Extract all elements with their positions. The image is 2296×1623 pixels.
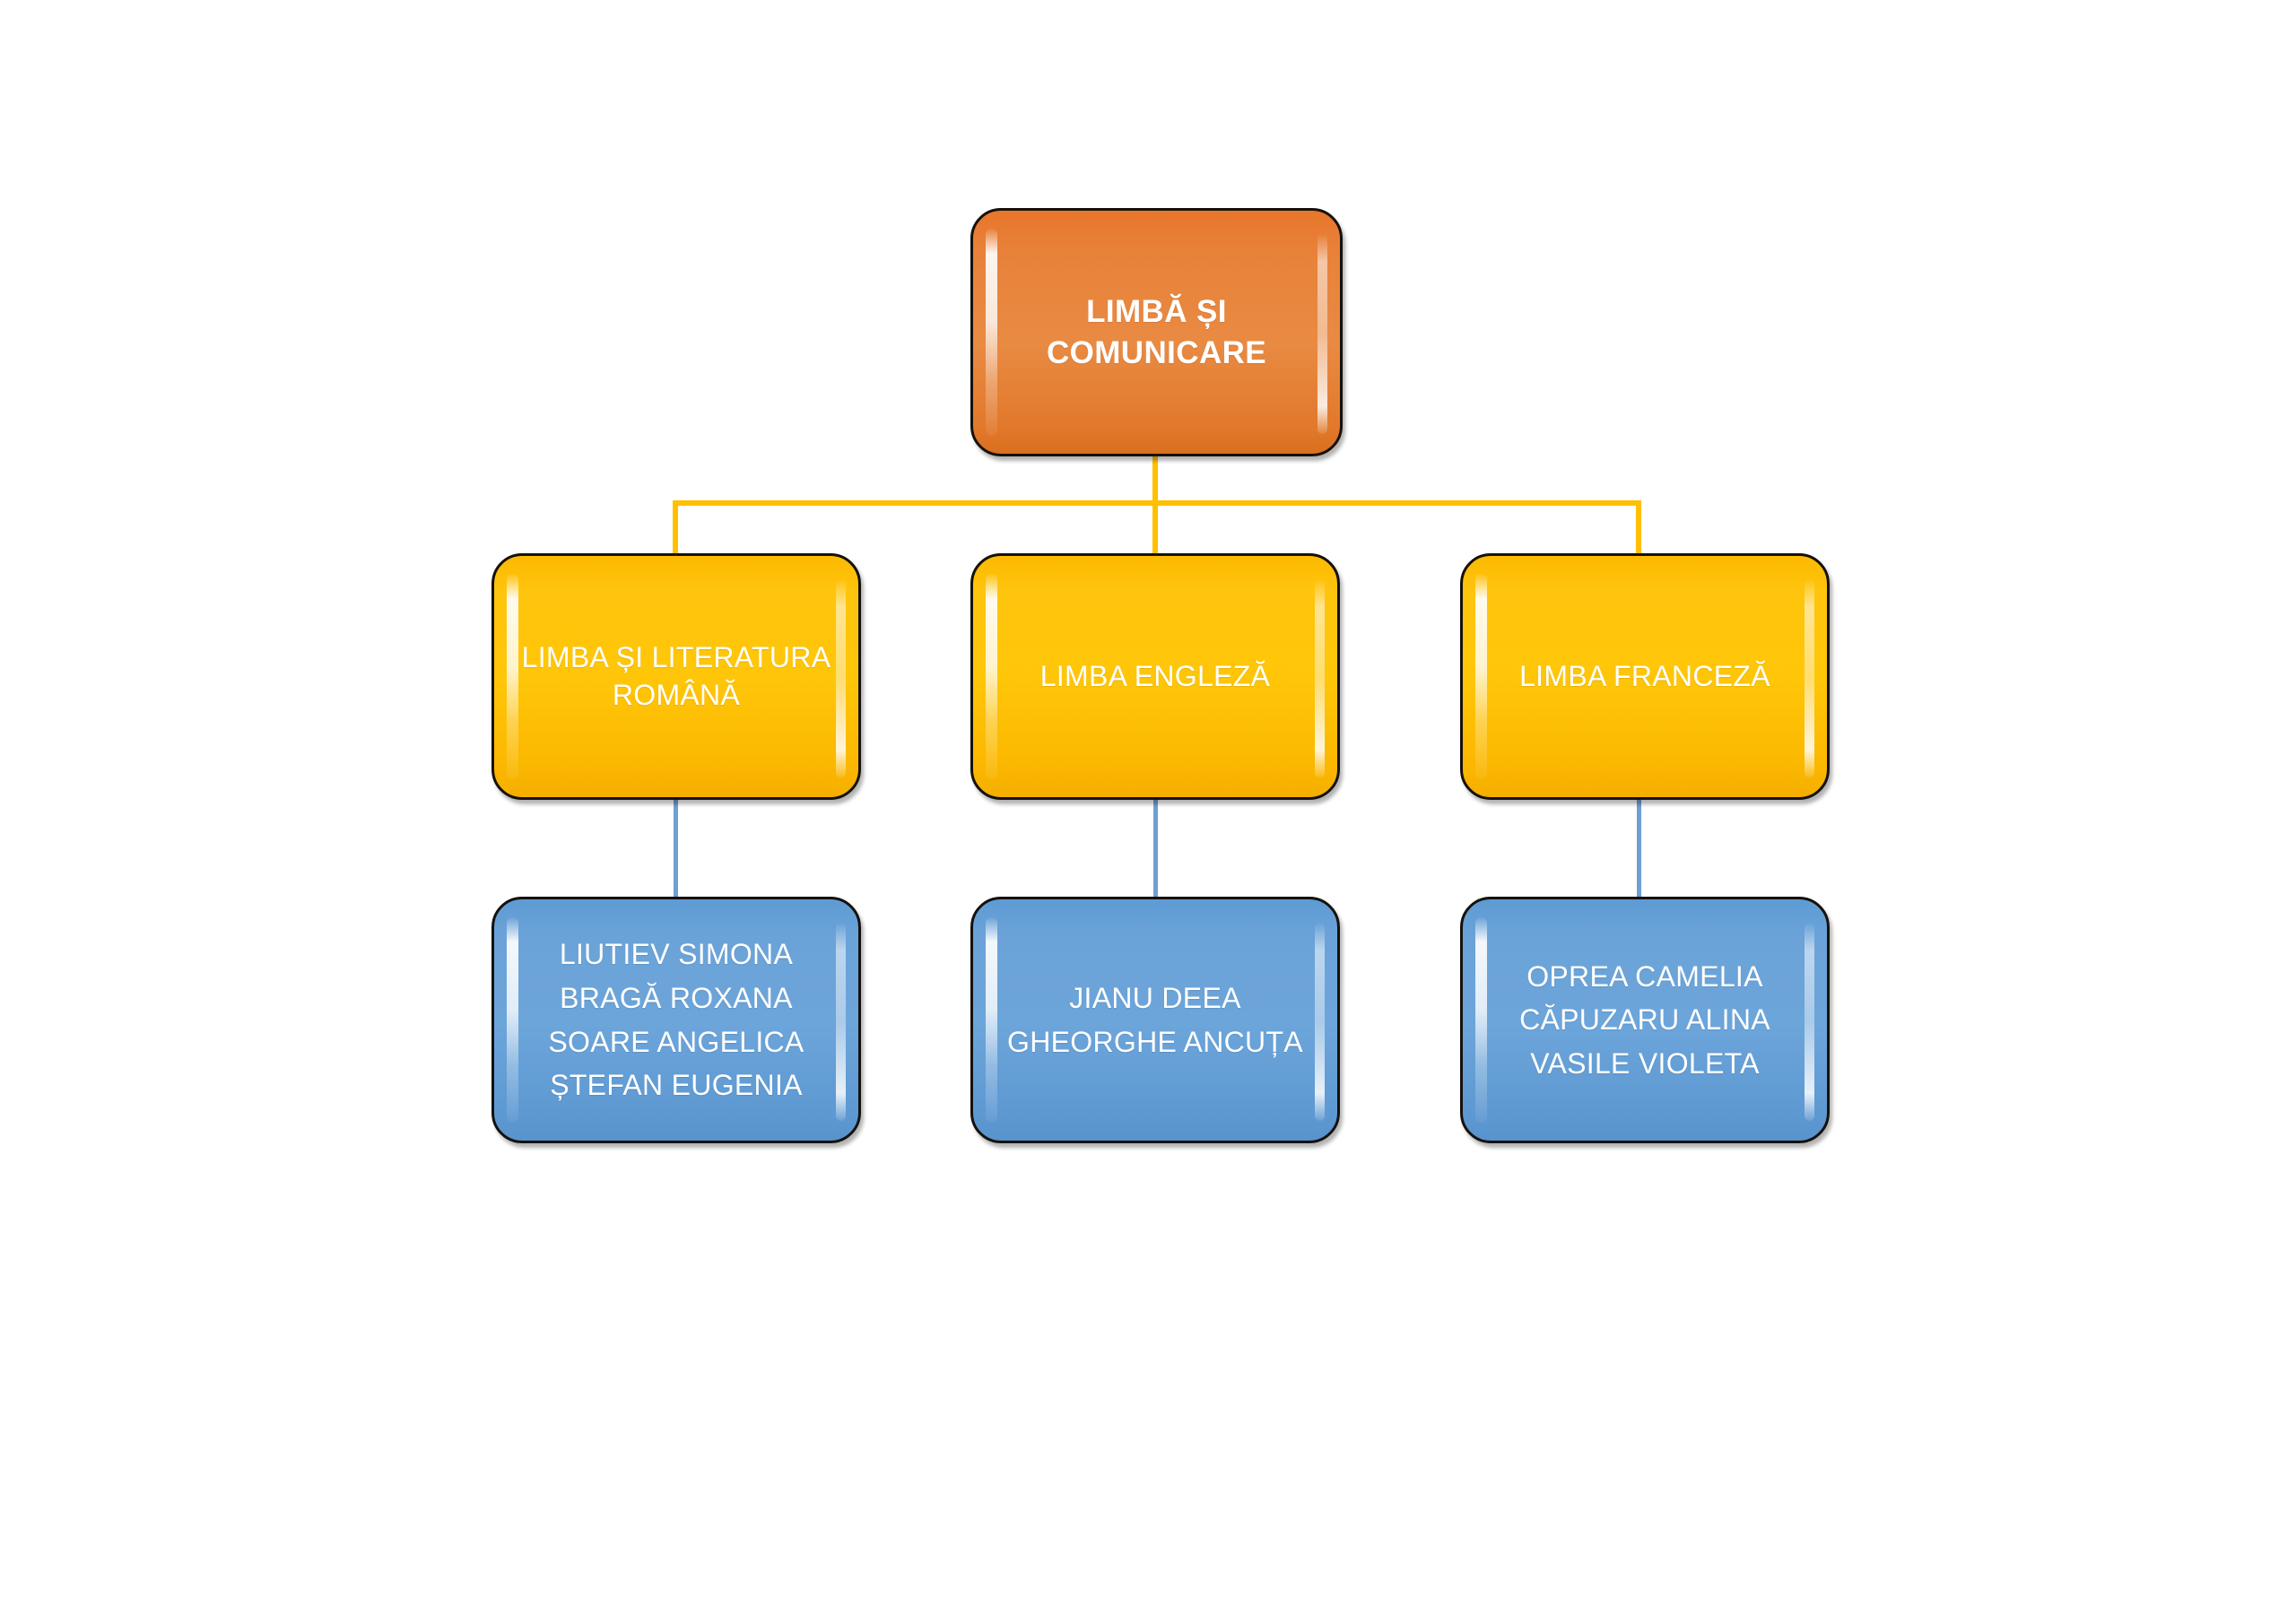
connector-drop-engleza — [1152, 500, 1158, 555]
staff-name: SOARE ANGELICA — [548, 1025, 804, 1058]
node-subject-romana-label: LIMBA ȘI LITERATURA ROMÂNĂ — [509, 639, 844, 714]
node-root-line1: LIMBĂ ȘI — [1086, 294, 1227, 329]
connector-engleza-staff — [1153, 798, 1158, 898]
staff-name: CĂPUZARU ALINA — [1519, 1003, 1770, 1037]
staff-name: LIUTIEV SIMONA — [559, 938, 794, 971]
staff-name: GHEORGHE ANCUȚA — [1007, 1025, 1303, 1058]
connector-drop-romana — [673, 500, 678, 555]
staff-name: ȘTEFAN EUGENIA — [550, 1069, 803, 1102]
node-subject-franceza[interactable]: LIMBA FRANCEZĂ — [1460, 553, 1830, 800]
node-staff-franceza[interactable]: OPREA CAMELIA CĂPUZARU ALINA VASILE VIOL… — [1460, 897, 1830, 1143]
node-subject-engleza-label: LIMBA ENGLEZĂ — [987, 658, 1323, 696]
staff-name: OPREA CAMELIA — [1526, 959, 1763, 993]
node-root-limba-si-comunicare[interactable]: LIMBĂ ȘI COMUNICARE — [970, 208, 1343, 456]
staff-name: BRAGĂ ROXANA — [560, 981, 793, 1014]
connector-franceza-staff — [1637, 798, 1641, 898]
node-staff-engleza-list: JIANU DEEA GHEORGHE ANCUȚA — [987, 976, 1323, 1063]
node-staff-engleza[interactable]: JIANU DEEA GHEORGHE ANCUȚA — [970, 897, 1340, 1143]
node-subject-franceza-label: LIMBA FRANCEZĂ — [1477, 658, 1813, 696]
node-subject-engleza[interactable]: LIMBA ENGLEZĂ — [970, 553, 1340, 800]
node-subject-engleza-line1: LIMBA ENGLEZĂ — [1039, 659, 1271, 692]
node-subject-romana[interactable]: LIMBA ȘI LITERATURA ROMÂNĂ — [491, 553, 861, 800]
node-root-label: LIMBĂ ȘI COMUNICARE — [987, 291, 1325, 373]
staff-name: JIANU DEEA — [1069, 981, 1241, 1014]
node-subject-romana-line1: LIMBA ȘI LITERATURA — [521, 640, 831, 673]
connector-romana-staff — [674, 798, 678, 898]
connector-root-stem-upper — [1152, 456, 1158, 506]
staff-name: VASILE VIOLETA — [1530, 1046, 1760, 1080]
node-subject-franceza-line1: LIMBA FRANCEZĂ — [1519, 659, 1770, 692]
node-root-line2: COMUNICARE — [1046, 334, 1267, 370]
connector-drop-franceza — [1636, 500, 1641, 555]
node-staff-romana-list: LIUTIEV SIMONA BRAGĂ ROXANA SOARE ANGELI… — [509, 933, 844, 1107]
node-staff-franceza-list: OPREA CAMELIA CĂPUZARU ALINA VASILE VIOL… — [1477, 955, 1813, 1086]
node-subject-romana-line2: ROMÂNĂ — [612, 678, 741, 711]
node-staff-romana[interactable]: LIUTIEV SIMONA BRAGĂ ROXANA SOARE ANGELI… — [491, 897, 861, 1143]
